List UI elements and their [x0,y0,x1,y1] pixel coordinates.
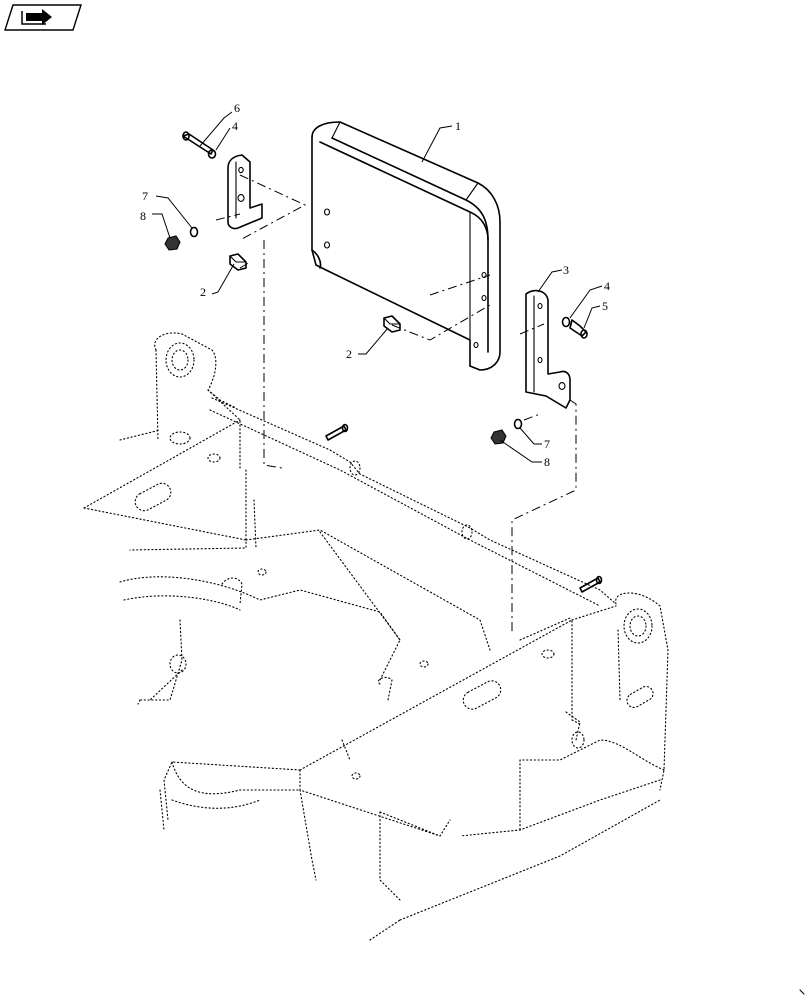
arrow-folder-icon[interactable] [4,4,82,31]
bracket-left-part[interactable] [227,154,263,230]
callout-8-left: 8 [140,209,146,223]
bracket-right-part[interactable] [525,289,571,409]
nut-part-8-right[interactable] [490,429,507,445]
bolt-part-6[interactable] [182,131,214,155]
callout-7-left: 7 [142,189,148,203]
alignment-lines [215,174,577,632]
callout-6: 6 [234,101,240,115]
washer-part-7-right[interactable] [513,418,523,430]
clip-nut-part-left[interactable] [229,253,247,271]
leader-lines [152,111,603,463]
callout-4-left: 4 [232,119,238,133]
callout-3: 3 [563,263,569,277]
frame-bolt-left [325,423,349,441]
callout-labels: 1 6 4 7 8 2 2 3 4 5 7 8 [140,101,610,469]
callout-8-right: 8 [544,455,550,469]
washer-part-7-left[interactable] [189,226,199,238]
bolt-part-5[interactable] [569,319,588,339]
chassis-frame [83,332,669,941]
callout-2-right: 2 [346,347,352,361]
clip-nut-part-right[interactable] [383,315,401,333]
guard-shroud-part[interactable] [311,121,501,371]
callout-7-right: 7 [544,437,550,451]
washer-part-4-right[interactable] [561,316,571,328]
frame-bolt-right [579,575,603,593]
corner-mark [799,989,805,995]
callout-5: 5 [602,299,608,313]
washer-part-4-left[interactable] [207,149,217,159]
nut-part-8-left[interactable] [164,235,181,251]
callout-1: 1 [455,119,461,133]
callout-4-right: 4 [604,279,610,293]
callout-2-left: 2 [200,285,206,299]
